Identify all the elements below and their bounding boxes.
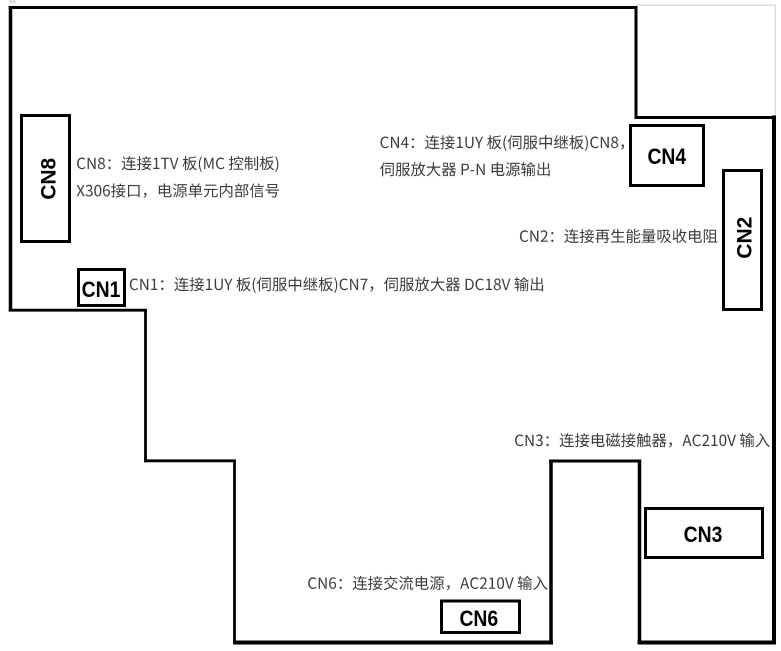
svg-text:CN3: CN3	[684, 523, 723, 547]
svg-text:CN1: CN1	[82, 278, 121, 302]
svg-text:CN6: CN6	[459, 607, 498, 631]
svg-text:CN2: CN2	[734, 217, 757, 259]
svg-text:CN8: CN8	[38, 157, 61, 199]
svg-text:CN4: CN4	[647, 145, 686, 169]
